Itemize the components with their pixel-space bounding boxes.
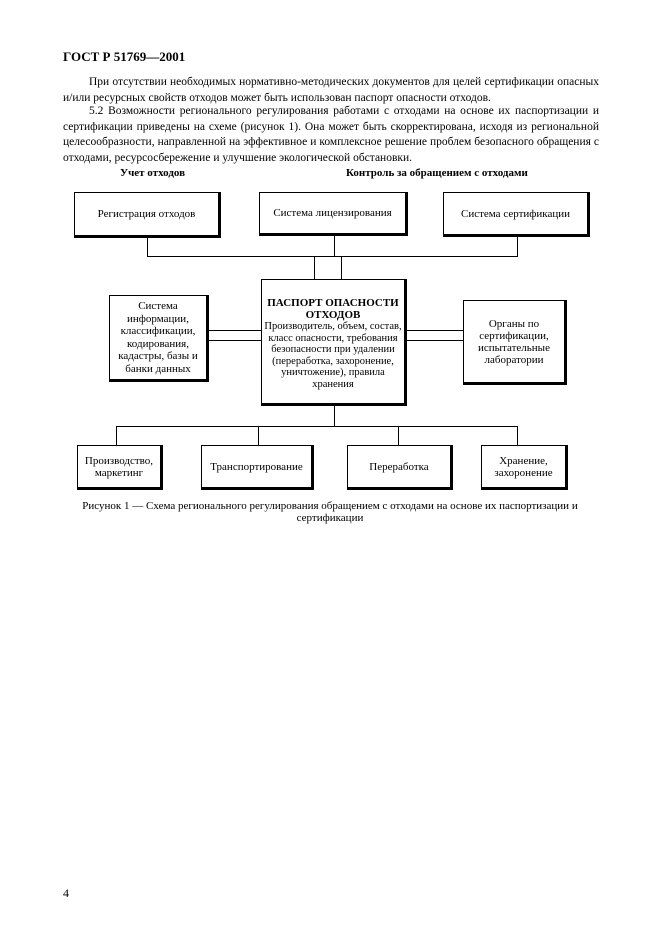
connector [314,256,315,279]
connector [147,256,518,257]
connector [116,426,117,445]
hazard-passport-title: ПАСПОРТ ОПАСНОСТИ ОТХОДОВ [267,297,399,321]
paragraph-2: 5.2 Возможности регионального регулирова… [63,105,599,164]
box-processing: Переработка [347,445,453,490]
box-waste-registration: Регистрация отходов [74,192,221,238]
box-production-marketing: Производство, маркетинг [77,445,163,490]
page-number: 4 [63,886,69,900]
box-transportation: Транспортирование [201,445,314,490]
connector [517,426,518,445]
box-certification-bodies: Органы по сертификации, испытательные ла… [463,300,567,385]
connector [258,426,259,445]
box-certification-system: Система сертификации [443,192,590,237]
connector [147,237,148,256]
document-header: ГОСТ Р 51769—2001 [63,49,186,64]
caption-waste-accounting: Учет отходов [120,167,186,179]
connector [116,426,518,427]
figure-caption: Рисунок 1 — Схема регионального регулиро… [82,500,578,524]
box-information-system: Система информации, классификации, кодир… [109,295,209,382]
caption-waste-control: Контроль за обращением с отходами [346,167,528,179]
connector [207,330,261,331]
connector [207,340,261,341]
connector [334,405,335,426]
paragraph-1: При отсутствии необходимых нормативно-ме… [63,76,599,104]
box-licensing-system: Система лицензирования [259,192,408,236]
connector [398,426,399,445]
connector [341,256,342,279]
hazard-passport-box: ПАСПОРТ ОПАСНОСТИ ОТХОДОВ Производитель,… [261,279,407,406]
connector [517,236,518,256]
connector [406,340,463,341]
connector [406,330,463,331]
box-storage-burial: Хранение, захоронение [481,445,568,490]
connector [334,235,335,256]
hazard-passport-body: Производитель, объем, состав, класс опас… [264,321,402,390]
